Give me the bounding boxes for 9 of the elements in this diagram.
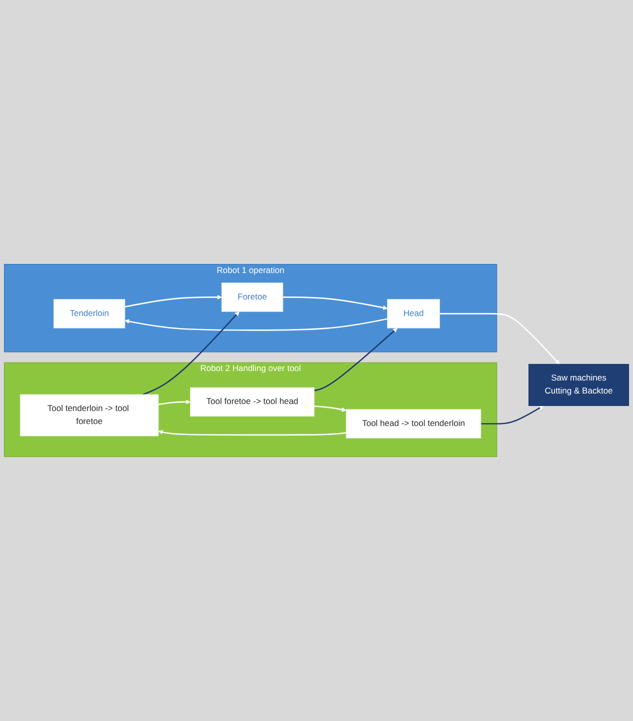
process-box: Tool tenderloin -> tool foretoe [20,394,159,436]
process-box: Tool foretoe -> tool head [190,387,314,417]
process-box: Saw machines Cutting & Backtoe [528,364,629,406]
process-box: Tool head -> tool tenderloin [346,409,482,438]
group-title: Robot 1 operation [216,266,284,275]
process-box: Head [387,299,440,328]
process-box: Foretoe [221,282,284,312]
process-box: Tenderloin [54,299,126,328]
group-title: Robot 2 Handling over tool [200,364,301,374]
